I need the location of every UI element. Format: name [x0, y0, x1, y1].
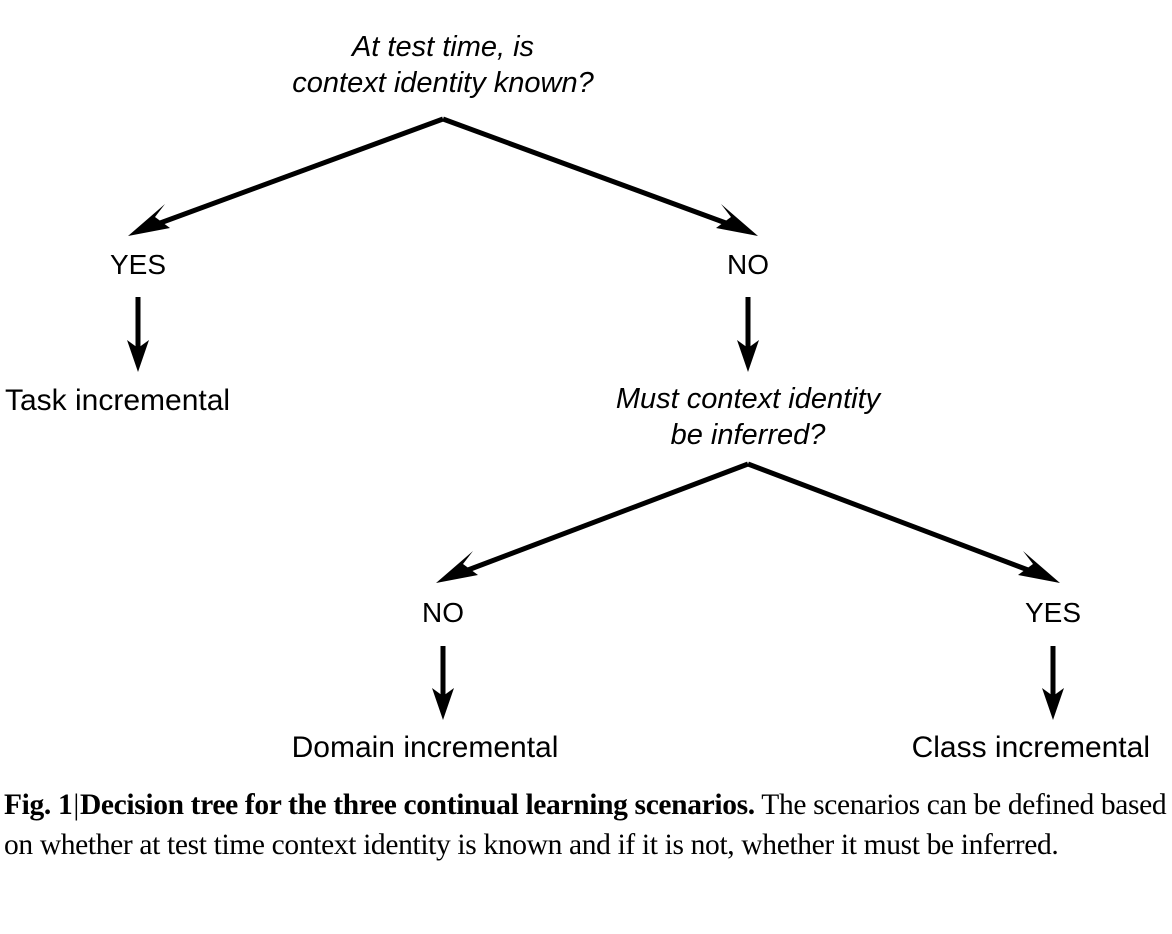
arrow-no-to-question2-head [737, 340, 759, 372]
branch-q2-left-line [459, 461, 749, 576]
arrow-no-to-domain-head [432, 688, 454, 720]
second-question-line1: Must context identity [616, 383, 882, 415]
branch-q2-left-arrowhead [436, 551, 478, 583]
caption-body: The scenarios can be defined based on wh… [4, 789, 1167, 861]
second-question-node: Must context identity be inferred? [616, 383, 882, 451]
branch-root-left-line [151, 116, 444, 229]
branch-q2-left [436, 461, 749, 583]
branch-label-q2-no: NO [422, 597, 464, 628]
arrow-no-to-domain [432, 646, 454, 720]
decision-tree-diagram: At test time, is context identity known?… [5, 31, 1150, 764]
root-question-node: At test time, is context identity known? [292, 31, 594, 99]
second-question-line2: be inferred? [671, 419, 827, 451]
caption-separator: | [73, 789, 79, 821]
caption-label: Fig. 1 [4, 789, 73, 821]
arrow-yes-to-class-head [1042, 688, 1064, 720]
branch-q2-right-arrowhead [1018, 551, 1060, 583]
branch-root-left [128, 116, 444, 236]
branch-label-root-no: NO [727, 249, 769, 280]
branch-root-right [442, 116, 758, 236]
arrow-no-to-question2 [737, 297, 759, 372]
branch-root-right-arrowhead [716, 204, 758, 236]
branch-q2-right-line [747, 461, 1037, 576]
leaf-class-incremental: Class incremental [912, 731, 1150, 764]
caption-title: Decision tree for the three continual le… [79, 789, 755, 821]
root-question-line2: context identity known? [292, 67, 594, 99]
arrow-yes-to-class [1042, 646, 1064, 720]
branch-root-left-arrowhead [128, 204, 170, 236]
branch-q2-right [747, 461, 1060, 583]
arrow-yes-to-task [127, 297, 149, 372]
arrow-yes-to-task-head [127, 340, 149, 372]
leaf-task-incremental: Task incremental [5, 384, 230, 417]
branch-label-q2-yes: YES [1025, 597, 1081, 628]
figure-caption: Fig. 1|Decision tree for the three conti… [4, 786, 1168, 865]
leaf-domain-incremental: Domain incremental [292, 731, 559, 764]
root-question-line1: At test time, is [350, 31, 534, 63]
branch-label-root-yes: YES [110, 249, 166, 280]
branch-root-right-line [442, 116, 735, 229]
